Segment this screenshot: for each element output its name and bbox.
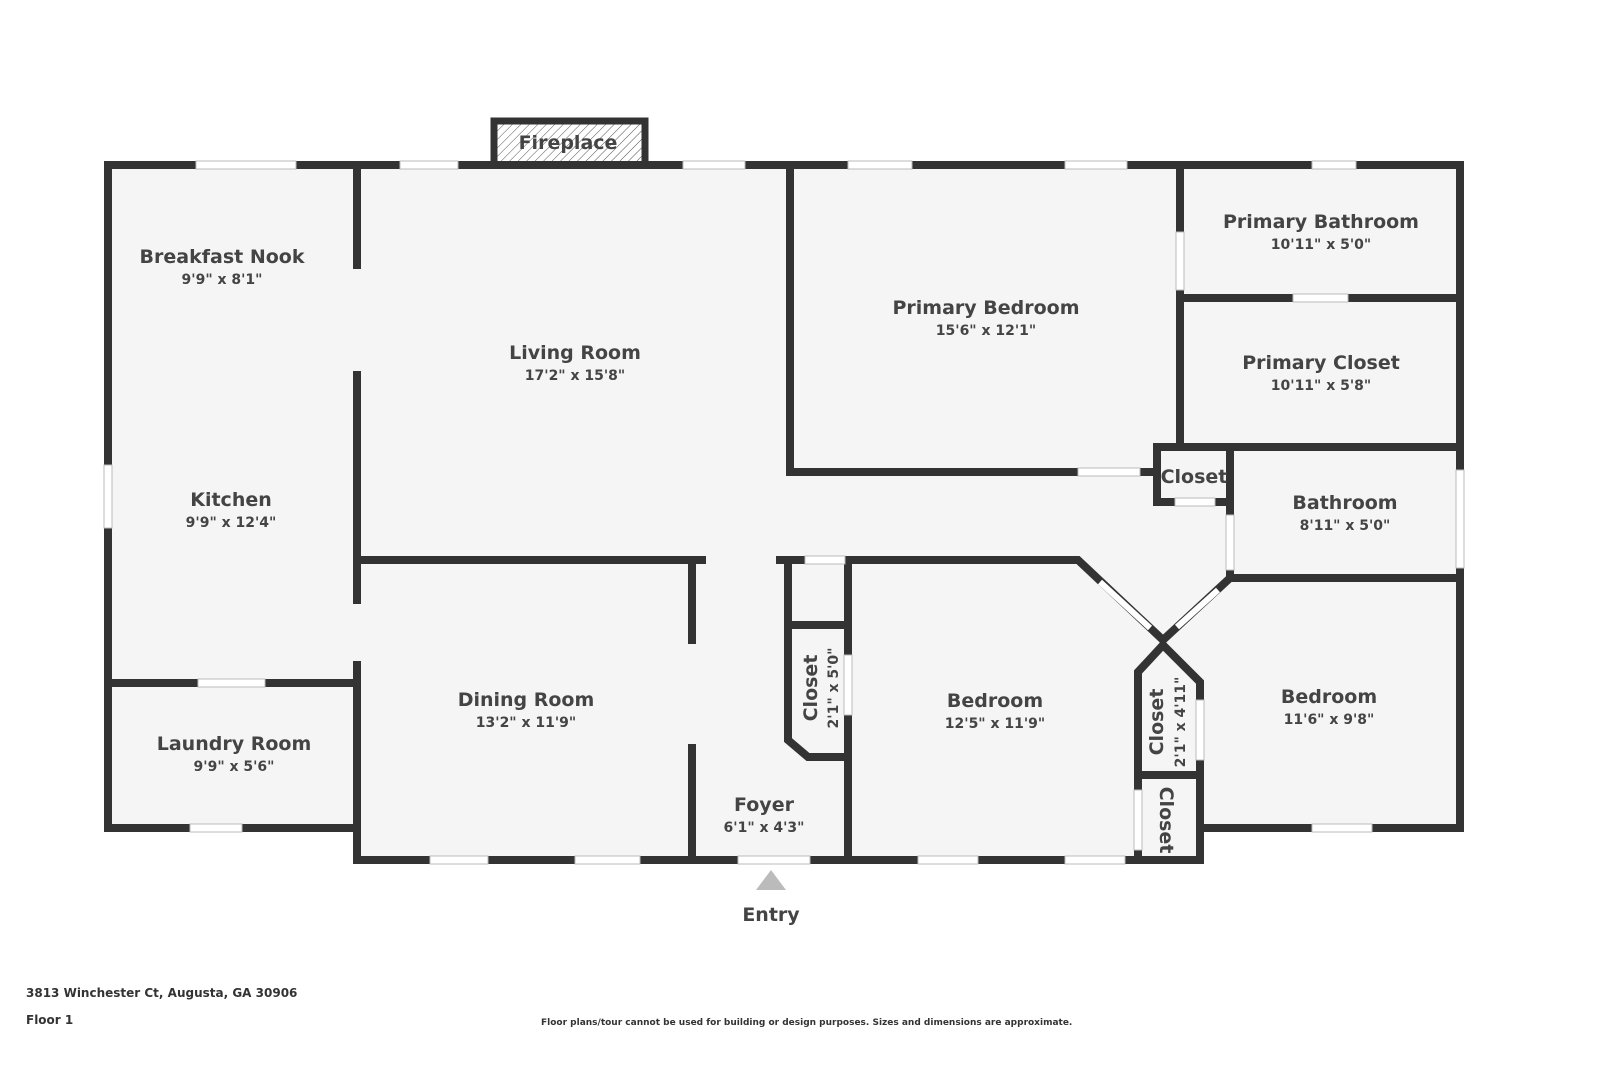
room-primary-closet: Primary Closet <box>1242 352 1400 374</box>
room-bedroom: Bedroom <box>947 690 1043 712</box>
room-bathroom: Bathroom <box>1292 492 1397 514</box>
room-dims: 9'9" x 12'4" <box>186 515 277 531</box>
room-dims: 17'2" x 15'8" <box>525 368 625 384</box>
room-labels: Breakfast Nook 9'9" x 8'1" Kitchen 9'9" … <box>140 211 1419 853</box>
room-dining: Dining Room <box>458 689 595 711</box>
floor-label: Floor 1 <box>26 1013 74 1027</box>
room-dims: 15'6" x 12'1" <box>936 323 1036 339</box>
entry-arrow-icon <box>756 870 786 890</box>
room-dims: 10'11" x 5'8" <box>1271 378 1371 394</box>
room-kitchen: Kitchen <box>190 489 272 511</box>
entry-label: Entry <box>742 904 800 926</box>
room-dims: 8'11" x 5'0" <box>1300 518 1391 534</box>
room-closet-hall: Closet <box>800 655 822 722</box>
room-closet-small: Closet <box>1161 466 1228 488</box>
floor-area <box>108 165 1460 860</box>
address: 3813 Winchester Ct, Augusta, GA 30906 <box>26 986 298 1000</box>
fireplace-label: Fireplace <box>519 132 618 154</box>
room-dims: 2'1" x 4'11" <box>1173 677 1189 768</box>
room-primary-bathroom: Primary Bathroom <box>1223 211 1419 233</box>
disclaimer: Floor plans/tour cannot be used for buil… <box>541 1018 1073 1028</box>
room-primary-bedroom: Primary Bedroom <box>892 297 1079 319</box>
room-dims: 6'1" x 4'3" <box>724 820 805 836</box>
room-bedroom: Bedroom <box>1281 686 1377 708</box>
room-dims: 10'11" x 5'0" <box>1271 237 1371 253</box>
room-dims: 2'1" x 5'0" <box>826 648 842 729</box>
room-closet-bottom: Closet <box>1155 787 1177 854</box>
room-breakfast-nook: Breakfast Nook <box>140 246 305 268</box>
room-laundry: Laundry Room <box>157 733 312 755</box>
room-dims: 9'9" x 8'1" <box>182 272 263 288</box>
room-dims: 12'5" x 11'9" <box>945 716 1045 732</box>
room-dims: 9'9" x 5'6" <box>194 759 275 775</box>
room-dims: 11'6" x 9'8" <box>1284 712 1375 728</box>
windows-and-doors <box>103 160 1465 865</box>
room-closet-bedroom: Closet <box>1146 689 1168 756</box>
room-dims: 13'2" x 11'9" <box>476 715 576 731</box>
room-living: Living Room <box>509 342 641 364</box>
room-foyer: Foyer <box>734 794 795 816</box>
